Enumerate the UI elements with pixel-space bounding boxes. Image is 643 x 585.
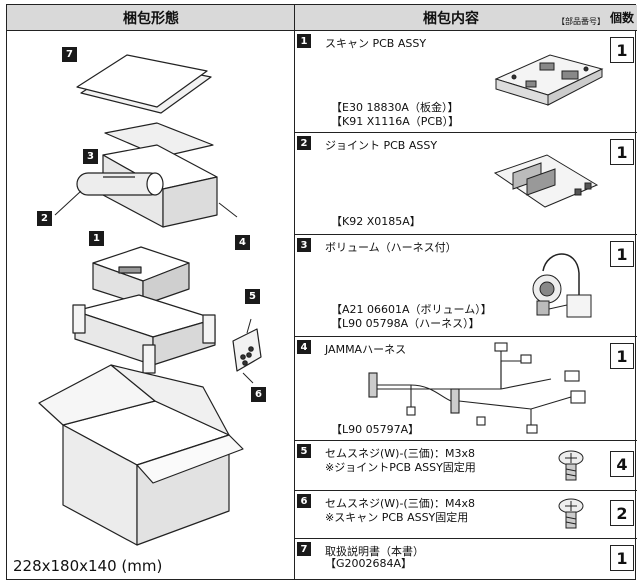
- item-row-6: 6 セムスネジ(W)-(三価)：M4x8 ※スキャン PCB ASSY固定用 2: [295, 491, 637, 539]
- joint-pcb-icon: [493, 154, 599, 208]
- item-quantity: 1: [610, 545, 634, 571]
- screw-icon: [558, 450, 584, 481]
- item-row-7: 7 取扱説明書（本書） 【G2002684A】 1: [295, 539, 637, 581]
- callout-7: 7: [62, 47, 77, 62]
- part-number: 【K92 X0185A】: [331, 215, 421, 228]
- item-row-1: 1 スキャン PCB ASSY 【E30 18830A（板金）】 【K91 X1…: [295, 31, 637, 133]
- packing-contents-header: 梱包内容 【部品番号】: [295, 5, 607, 31]
- item-number: 3: [297, 238, 311, 252]
- item-name: ボリューム（ハーネス付）: [325, 241, 457, 254]
- volume-icon: [532, 253, 592, 318]
- part-number: 【G2002684A】: [325, 557, 413, 570]
- item-note: ※スキャン PCB ASSY固定用: [325, 511, 469, 524]
- part-number-label: 【部品番号】: [557, 17, 605, 26]
- part-number: 【A21 06601A（ボリューム）】: [331, 303, 492, 316]
- item-quantity: 4: [610, 451, 634, 477]
- item-number: 7: [297, 542, 311, 556]
- part-number: 【K91 X1116A（PCB）】: [331, 115, 460, 128]
- item-number: 1: [297, 34, 311, 48]
- callout-6: 6: [251, 387, 266, 402]
- item-name: ジョイント PCB ASSY: [325, 139, 438, 152]
- item-quantity: 1: [610, 139, 634, 165]
- item-row-3: 3 ボリューム（ハーネス付） 【A21 06601A（ボリューム）】 【L90 …: [295, 235, 637, 337]
- item-note: ※ジョイントPCB ASSY固定用: [325, 461, 476, 474]
- packing-diagram: [38, 54, 262, 546]
- item-quantity: 1: [610, 343, 634, 369]
- item-name: JAMMAハーネス: [325, 343, 407, 356]
- item-row-4: 4 JAMMAハーネス 【L90 05797A】 1: [295, 337, 637, 441]
- box-dimensions: 228x180x140 (mm): [13, 557, 163, 575]
- quantity-header: 個数: [607, 5, 637, 31]
- item-quantity: 2: [610, 500, 634, 526]
- packing-contents-title: 梱包内容: [423, 10, 479, 27]
- item-number: 6: [297, 494, 311, 508]
- callout-1: 1: [89, 231, 104, 246]
- item-number: 2: [297, 136, 311, 150]
- item-row-5: 5 セムスネジ(W)-(三価)：M3x8 ※ジョイントPCB ASSY固定用 4: [295, 441, 637, 491]
- quantity-title: 個数: [609, 11, 634, 25]
- item-name: 取扱説明書（本書）: [325, 545, 424, 558]
- item-row-2: 2 ジョイント PCB ASSY 【K92 X0185A】 1: [295, 133, 637, 235]
- column-divider: [294, 5, 295, 579]
- packing-form-title: 梱包形態: [123, 10, 179, 27]
- item-quantity: 1: [610, 37, 634, 63]
- callout-3: 3: [83, 149, 98, 164]
- item-quantity: 1: [610, 241, 634, 267]
- item-name: スキャン PCB ASSY: [325, 37, 427, 50]
- callout-4: 4: [235, 235, 250, 250]
- item-name: セムスネジ(W)-(三価)：M4x8: [325, 497, 476, 510]
- scan-pcb-icon: [494, 54, 604, 106]
- item-number: 5: [297, 444, 311, 458]
- packing-sheet: 梱包形態 梱包内容 【部品番号】 個数: [6, 4, 637, 581]
- part-number: 【L90 05798A（ハーネス）】: [331, 317, 480, 330]
- packing-form-header: 梱包形態: [7, 5, 295, 31]
- harness-icon: [368, 342, 586, 434]
- item-name: セムスネジ(W)-(三価)：M3x8: [325, 447, 476, 460]
- part-number: 【E30 18830A（板金）】: [331, 101, 459, 114]
- callout-5: 5: [245, 289, 260, 304]
- callout-2: 2: [37, 211, 52, 226]
- part-number: 【L90 05797A】: [331, 423, 420, 436]
- screw-icon: [558, 498, 584, 529]
- item-number: 4: [297, 340, 311, 354]
